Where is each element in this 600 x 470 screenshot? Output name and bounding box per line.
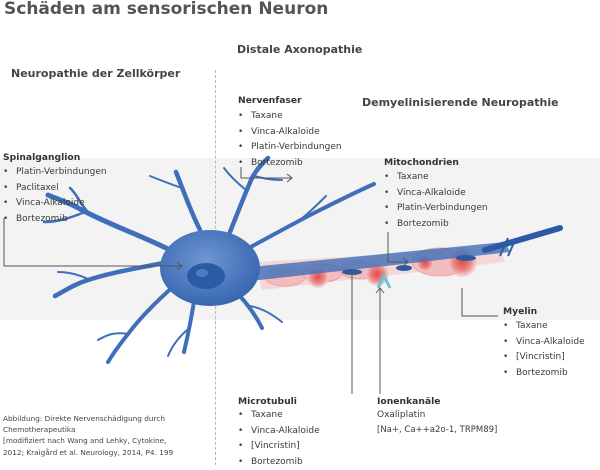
list-item: •Taxane [503, 319, 585, 335]
list-item: •Taxane [238, 408, 320, 424]
mitochondrien-title: Mitochondrien [384, 157, 488, 168]
heading-distale-axonopathie: Distale Axonopathie [237, 43, 362, 56]
heading-zellkoerper: Neuropathie der Zellkörper [11, 67, 180, 80]
list-item: •Bortezomib [384, 217, 488, 233]
axon-end [485, 228, 560, 250]
list-item: •Platin-Verbindungen [384, 201, 488, 217]
nervenfaser-block: Nervenfaser •Taxane •Vinca-Alkaloide •Pl… [238, 95, 342, 171]
list-item: •[Vincristin] [238, 439, 320, 455]
ionenkanaele-title: Ionenkanäle [377, 396, 497, 407]
figure-caption: Abbildung: Direkte Nervenschädigung durc… [3, 413, 173, 458]
mitochondrien-block: Mitochondrien •Taxane •Vinca-Alkaloide •… [384, 157, 488, 232]
list-item: •Platin-Verbindungen [238, 140, 342, 156]
caption-line: [modifiziert nach Wang and Lehky, Cytoki… [3, 435, 173, 446]
microtubuli-title: Microtubuli [238, 396, 320, 407]
heading-demyelinisierende: Demyelinisierende Neuropathie [362, 96, 559, 109]
caption-line: Chemotherapeutika [3, 424, 173, 435]
list-item: •Bortezomib [503, 366, 585, 382]
list-item: •Taxane [384, 170, 488, 186]
myelin-title: Myelin [503, 306, 585, 317]
caption-line: 2012; Kraigård et al. Neurology, 2014, P… [3, 447, 173, 458]
list-item: •Taxane [238, 109, 342, 125]
page-title: Schäden am sensorischen Neuron [4, 0, 328, 19]
list-item: •Bortezomib [3, 212, 107, 228]
nervenfaser-list: •Taxane •Vinca-Alkaloide •Platin-Verbind… [238, 109, 342, 171]
list-item: •Platin-Verbindungen [3, 165, 107, 181]
list-item: •Bortezomib [238, 455, 320, 470]
mitochondrien-list: •Taxane •Vinca-Alkaloide •Platin-Verbind… [384, 170, 488, 232]
list-item: •Vinca-Alkaloide [384, 186, 488, 202]
nucleus [187, 263, 225, 289]
myelin-block: Myelin •Taxane •Vinca-Alkaloide •[Vincri… [503, 306, 585, 381]
ionenkanaele-block: Ionenkanäle Oxaliplatin [Na+, Ca++a2o-1,… [377, 396, 497, 437]
list-item: •Vinca-Alkaloide [238, 125, 342, 141]
ionenkanaele-line: Oxaliplatin [377, 408, 497, 423]
list-item: •Paclitaxel [3, 181, 107, 197]
caption-line: Abbildung: Direkte Nervenschädigung durc… [3, 413, 173, 424]
list-item: •Bortezomib [238, 156, 342, 172]
list-item: •Vinca-Alkaloide [238, 424, 320, 440]
spinalganglion-list: •Platin-Verbindungen •Paclitaxel •Vinca-… [3, 165, 107, 227]
list-item: •[Vincristin] [503, 350, 585, 366]
ionenkanaele-line: [Na+, Ca++a2o-1, TRPM89] [377, 423, 497, 437]
myelin-list: •Taxane •Vinca-Alkaloide •[Vincristin] •… [503, 319, 585, 381]
microtubuli-list: •Taxane •Vinca-Alkaloide •[Vincristin] •… [238, 408, 320, 470]
microtubuli-block: Microtubuli •Taxane •Vinca-Alkaloide •[V… [238, 396, 320, 470]
list-item: •Vinca-Alkaloide [503, 335, 585, 351]
list-item: •Vinca-Alkaloide [3, 196, 107, 212]
spinalganglion-block: Spinalganglion •Platin-Verbindungen •Pac… [3, 152, 107, 227]
nervenfaser-title: Nervenfaser [238, 95, 342, 106]
spinalganglion-title: Spinalganglion [3, 152, 107, 163]
